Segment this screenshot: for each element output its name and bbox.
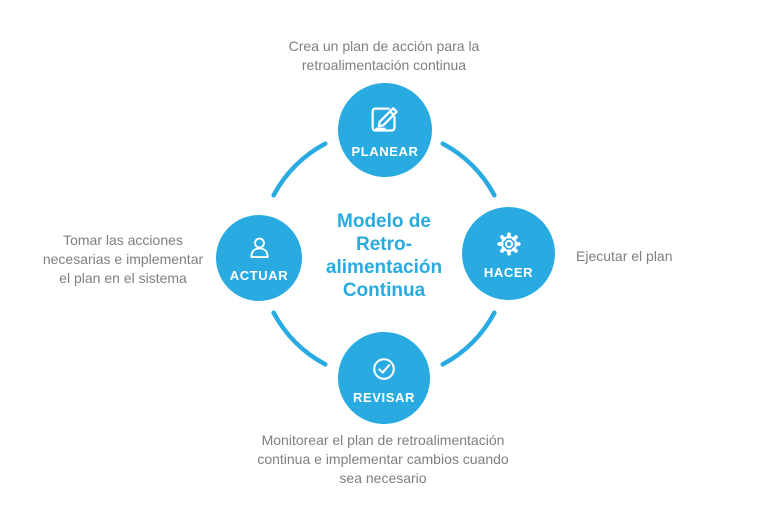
user-icon: [249, 237, 269, 258]
pencil-square-icon: [371, 106, 398, 132]
title-line: alimentación: [325, 257, 443, 278]
caption-line: Monitorear el plan de retroalimentación: [261, 432, 505, 448]
title-line: Continua: [342, 280, 426, 301]
caption-line: necesarias e implementar: [42, 251, 204, 267]
node-revisar: REVISAR: [338, 332, 430, 424]
node-planear-label: PLANEAR: [351, 143, 419, 159]
diagram-title: Modelo de Retro- alimentación Continua: [274, 210, 494, 302]
node-hacer: HACER: [462, 207, 555, 300]
title-line: Modelo de: [337, 211, 431, 232]
gear-icon: [496, 232, 521, 256]
caption-line: Ejecutar el plan: [576, 248, 673, 264]
title-line: Retro-: [356, 234, 412, 255]
caption-line: retroalimentación continua: [301, 57, 467, 73]
check-circle-icon: [373, 357, 395, 380]
node-revisar-label: REVISAR: [353, 389, 415, 405]
caption-revisar: Monitorear el plan de retroalimentación …: [233, 431, 533, 488]
node-planear: PLANEAR: [338, 83, 432, 177]
caption-planear: Crea un plan de acción para la retroalim…: [244, 37, 524, 75]
caption-line: el plan en el sistema: [59, 270, 187, 286]
arc-top-right: [440, 141, 497, 198]
arc-bottom-right: [440, 310, 497, 367]
arc-top-left: [271, 141, 328, 198]
caption-line: Tomar las acciones: [63, 232, 183, 248]
caption-actuar: Tomar las acciones necesarias e implemen…: [25, 231, 221, 288]
node-actuar: ACTUAR: [216, 215, 302, 301]
caption-line: Crea un plan de acción para la: [288, 38, 480, 54]
caption-line: continua e implementar cambios cuando: [257, 451, 509, 467]
node-hacer-label: HACER: [483, 265, 534, 280]
arc-bottom-left: [271, 310, 328, 367]
caption-line: sea necesario: [339, 470, 427, 486]
node-actuar-label: ACTUAR: [229, 268, 289, 283]
caption-hacer: Ejecutar el plan: [576, 247, 746, 266]
